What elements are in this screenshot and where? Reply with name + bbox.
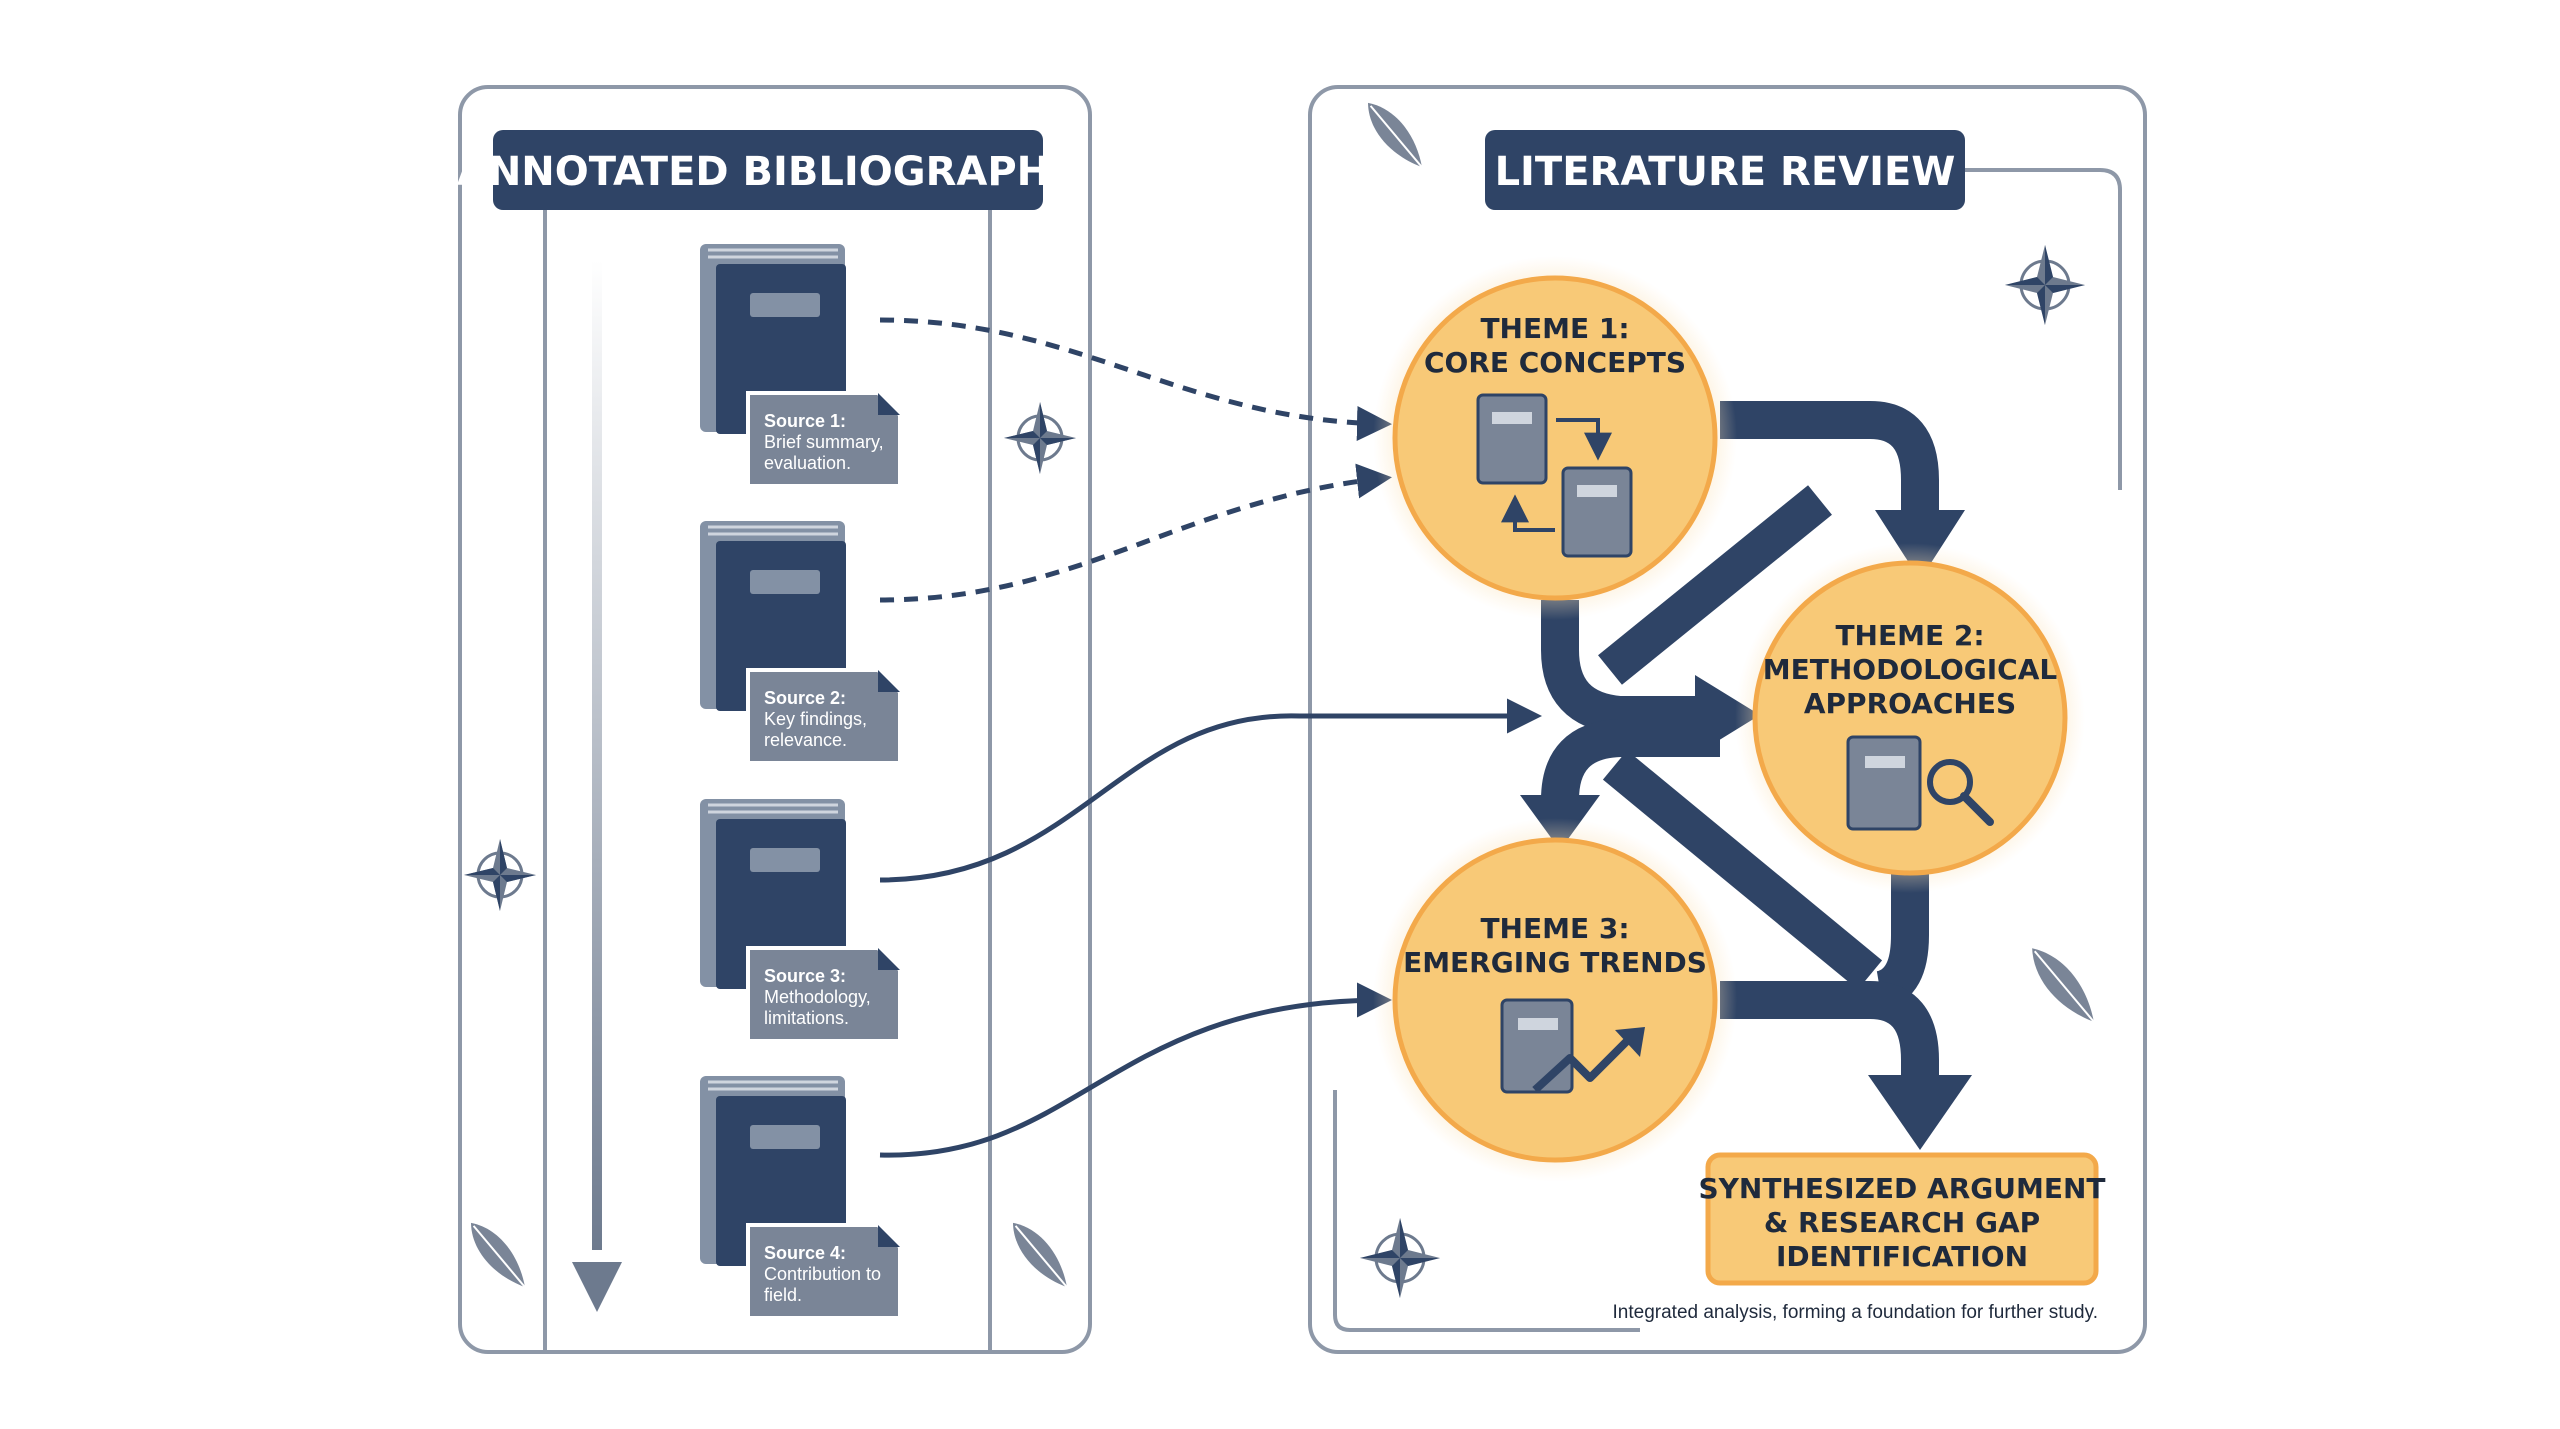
literature-review-panel: LITERATURE REVIEW (1308, 85, 2147, 1354)
flow-theme2-to-theme3 (1541, 719, 1720, 801)
quill-icon (471, 1222, 533, 1296)
theme-2-line2: METHODOLOGICAL (1763, 653, 2058, 686)
annotation-note (746, 946, 902, 1043)
source-list: Source 1: Brief summary, evaluation. Sou… (700, 244, 902, 1320)
source-4-line1: Contribution to (764, 1264, 881, 1284)
source-connectors (879, 317, 1542, 1158)
left-panel-title-box (493, 130, 1043, 210)
compass-rose-icon (464, 839, 536, 911)
flow-theme1-to-theme2 (1720, 401, 1939, 515)
connector-source1-theme1 (879, 317, 1392, 441)
book-label (750, 848, 820, 872)
right-panel-title: LITERATURE REVIEW (1495, 149, 1956, 195)
book-pages (708, 1080, 838, 1091)
compass-rose-icon (2005, 245, 2085, 325)
theme-2-line1: THEME 2: (1835, 619, 1984, 652)
source-3-name: Source 3: (764, 966, 846, 986)
source-1-line1: Brief summary, (764, 432, 884, 452)
synthesis-line3: IDENTIFICATION (1776, 1240, 2028, 1273)
flow-theme1-loop (1541, 600, 1700, 734)
quill-icon (2032, 948, 2103, 1032)
flow-theme3-to-synthesis (1720, 981, 1939, 1085)
note-fold (878, 1225, 900, 1247)
source-3-line2: limitations. (764, 1008, 849, 1028)
quill-icon (1368, 102, 1430, 176)
book-pages (708, 803, 838, 814)
linked-books-icon (1476, 393, 1633, 558)
theme-3-line2: EMERGING TRENDS (1403, 946, 1707, 979)
quill-icon (1013, 1222, 1075, 1296)
theme-1-line1: THEME 1: (1480, 312, 1629, 345)
annotation-note (746, 1223, 902, 1320)
left-panel-border (458, 85, 1092, 1354)
annotation-note (746, 668, 902, 765)
theme-3-circle[interactable]: THEME 3: EMERGING TRENDS (1373, 818, 1737, 1182)
timeline-line (592, 260, 602, 1250)
synthesis-caption: Integrated analysis, forming a foundatio… (1613, 1302, 2098, 1323)
source-card-4[interactable]: Source 4: Contribution to field. (700, 1076, 902, 1320)
right-panel-border (1308, 85, 2147, 1354)
compass-rose-icon (1004, 402, 1076, 474)
theme-2-circle[interactable]: THEME 2: METHODOLOGICAL APPROACHES (1735, 543, 2085, 893)
source-card-2[interactable]: Source 2: Key findings, relevance. (700, 521, 902, 765)
connector-source2-theme1 (879, 463, 1392, 603)
source-2-line2: relevance. (764, 730, 847, 750)
note-fold (878, 670, 900, 692)
book-label (750, 1125, 820, 1149)
synthesis-line1: SYNTHESIZED ARGUMENT (1698, 1172, 2105, 1205)
source-card-1[interactable]: Source 1: Brief summary, evaluation. (700, 244, 902, 488)
theme-2-line3: APPROACHES (1804, 687, 2016, 720)
source-1-name: Source 1: (764, 411, 846, 431)
theme-disc (1752, 560, 2068, 876)
right-panel-corner-accent (1965, 168, 2122, 490)
right-panel-bottom-accent (1333, 1090, 1640, 1332)
source-card-3[interactable]: Source 3: Methodology, limitations. (700, 799, 902, 1043)
source-3-line1: Methodology, (764, 987, 871, 1007)
book-label (750, 570, 820, 594)
source-2-line1: Key findings, (764, 709, 867, 729)
theme-1-circle[interactable]: THEME 1: CORE CONCEPTS (1373, 256, 1737, 620)
theme-3-line1: THEME 3: (1480, 912, 1629, 945)
theme-1-line2: CORE CONCEPTS (1424, 346, 1686, 379)
right-panel-title-box (1485, 130, 1965, 210)
note-fold (878, 948, 900, 970)
book-label (750, 293, 820, 317)
annotation-note (746, 391, 902, 488)
book-pages (708, 248, 838, 259)
source-2-name: Source 2: (764, 688, 846, 708)
book-magnifier-icon (1846, 735, 1994, 831)
left-panel-inner-rails (543, 200, 992, 1352)
synthesis-background (1705, 1152, 2099, 1286)
flow-diagonal-down (1602, 750, 1883, 990)
connector-source4-theme3 (879, 982, 1392, 1158)
note-fold (878, 393, 900, 415)
compass-rose-icon (1360, 1218, 1440, 1298)
book-pages (708, 525, 838, 536)
source-4-name: Source 4: (764, 1243, 846, 1263)
flow-theme3-to-synthesis-head (1868, 1075, 1972, 1150)
annotated-bibliography-panel: ANNOTATED BIBLIOGRAPHY (457, 85, 1092, 1354)
book-trend-icon (1500, 998, 1645, 1094)
source-4-line2: field. (764, 1285, 802, 1305)
left-panel-title: ANNOTATED BIBLIOGRAPHY (457, 149, 1080, 195)
source-1-line2: evaluation. (764, 453, 851, 473)
synthesis-line2: & RESEARCH GAP (1764, 1206, 2040, 1239)
flow-diagonal-up (1598, 485, 1832, 685)
theme-disc (1392, 275, 1718, 601)
synthesis-box[interactable]: SYNTHESIZED ARGUMENT & RESEARCH GAP IDEN… (1698, 1152, 2106, 1286)
timeline-arrowhead (572, 1262, 622, 1312)
connector-source3-theme2 (879, 698, 1542, 883)
